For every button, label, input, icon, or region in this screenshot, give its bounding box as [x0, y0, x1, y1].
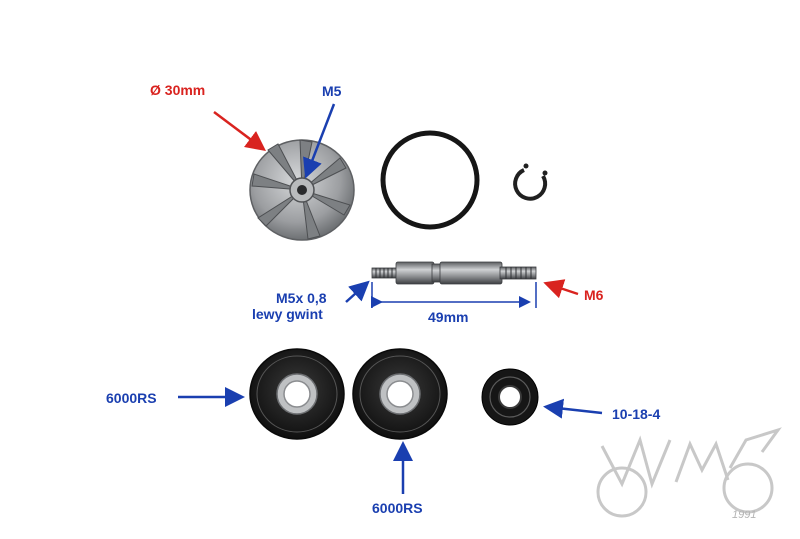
circlip [513, 163, 548, 201]
logo-year: 1991 [732, 509, 756, 521]
bearing-left-label: 6000RS [106, 390, 157, 406]
impeller-diameter-label: Ø 30mm [150, 82, 206, 98]
shaft-left-thread-sublabel: lewy gwint [252, 306, 323, 322]
diameter-arrow [213, 111, 266, 151]
oil-seal-arrow [543, 398, 603, 419]
o-ring [380, 130, 480, 230]
shaft-left-thread-label: M5x 0,8 [276, 290, 327, 306]
bearing-right [352, 348, 448, 440]
shaft-right-thread-label: M6 [584, 287, 604, 303]
oil-seal-label: 10-18-4 [612, 406, 661, 422]
left-thread-arrow [345, 280, 370, 303]
m5-arrow [303, 103, 336, 179]
impeller-thread-label: M5 [322, 83, 342, 99]
oil-seal [481, 368, 539, 426]
shaft [371, 261, 537, 285]
brand-logo: 1991 [596, 427, 782, 521]
impeller [249, 139, 355, 241]
shaft-length-label: 49mm [428, 309, 469, 325]
m6-arrow [543, 279, 579, 299]
bearing-right-label: 6000RS [372, 500, 423, 516]
bearing-left [249, 348, 345, 440]
length-dimension [371, 282, 537, 308]
